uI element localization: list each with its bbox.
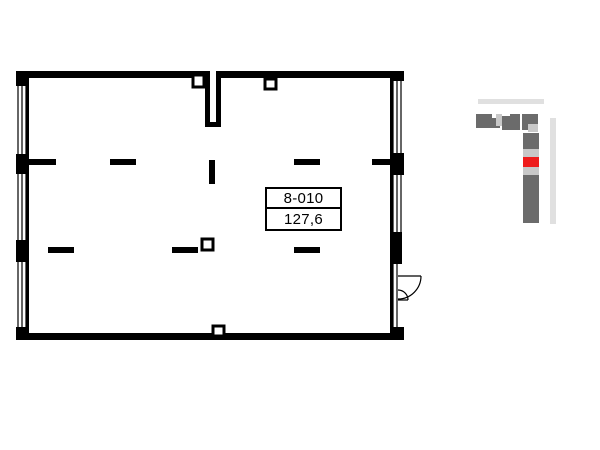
column	[211, 324, 226, 338]
unit-number: 8-010	[267, 189, 340, 209]
outer-walls	[16, 71, 404, 340]
column	[200, 237, 215, 252]
door	[397, 275, 422, 301]
column	[191, 73, 206, 89]
wall-right-top-pier	[392, 71, 404, 81]
column	[263, 77, 278, 91]
wall-right-lower-pier	[392, 232, 402, 264]
wall-left-mid-pier	[16, 154, 28, 174]
street-right	[550, 118, 556, 224]
partition	[372, 159, 394, 165]
wall-left-bottom-pier	[16, 327, 28, 340]
partition	[110, 159, 136, 165]
wall-right-bottom-pier	[392, 327, 404, 340]
wall-left-top-pier	[16, 71, 28, 86]
partition	[294, 159, 320, 165]
light-blocks	[496, 114, 539, 175]
wall-top-right	[217, 71, 404, 78]
location-minimap	[476, 99, 556, 224]
partition	[172, 247, 198, 253]
wall-bottom	[16, 333, 404, 340]
small-columns	[191, 73, 278, 338]
wall-right-mid-pier	[392, 153, 404, 175]
wall-top-left	[16, 71, 208, 78]
duct-wall-right	[216, 71, 221, 127]
partition	[48, 247, 74, 253]
highlighted-unit	[523, 157, 539, 167]
partition	[28, 159, 56, 165]
unit-area: 127,6	[283, 210, 324, 228]
unit-label: 8-010 127,6	[265, 187, 342, 231]
columns-and-partitions	[28, 159, 394, 253]
street-top	[478, 99, 544, 104]
duct-wall-bottom	[205, 122, 221, 127]
partition	[294, 247, 320, 253]
partition	[209, 160, 215, 184]
building-blocks	[476, 114, 539, 223]
wall-left-lower-pier	[16, 240, 28, 262]
duct-wall-left	[205, 71, 210, 127]
